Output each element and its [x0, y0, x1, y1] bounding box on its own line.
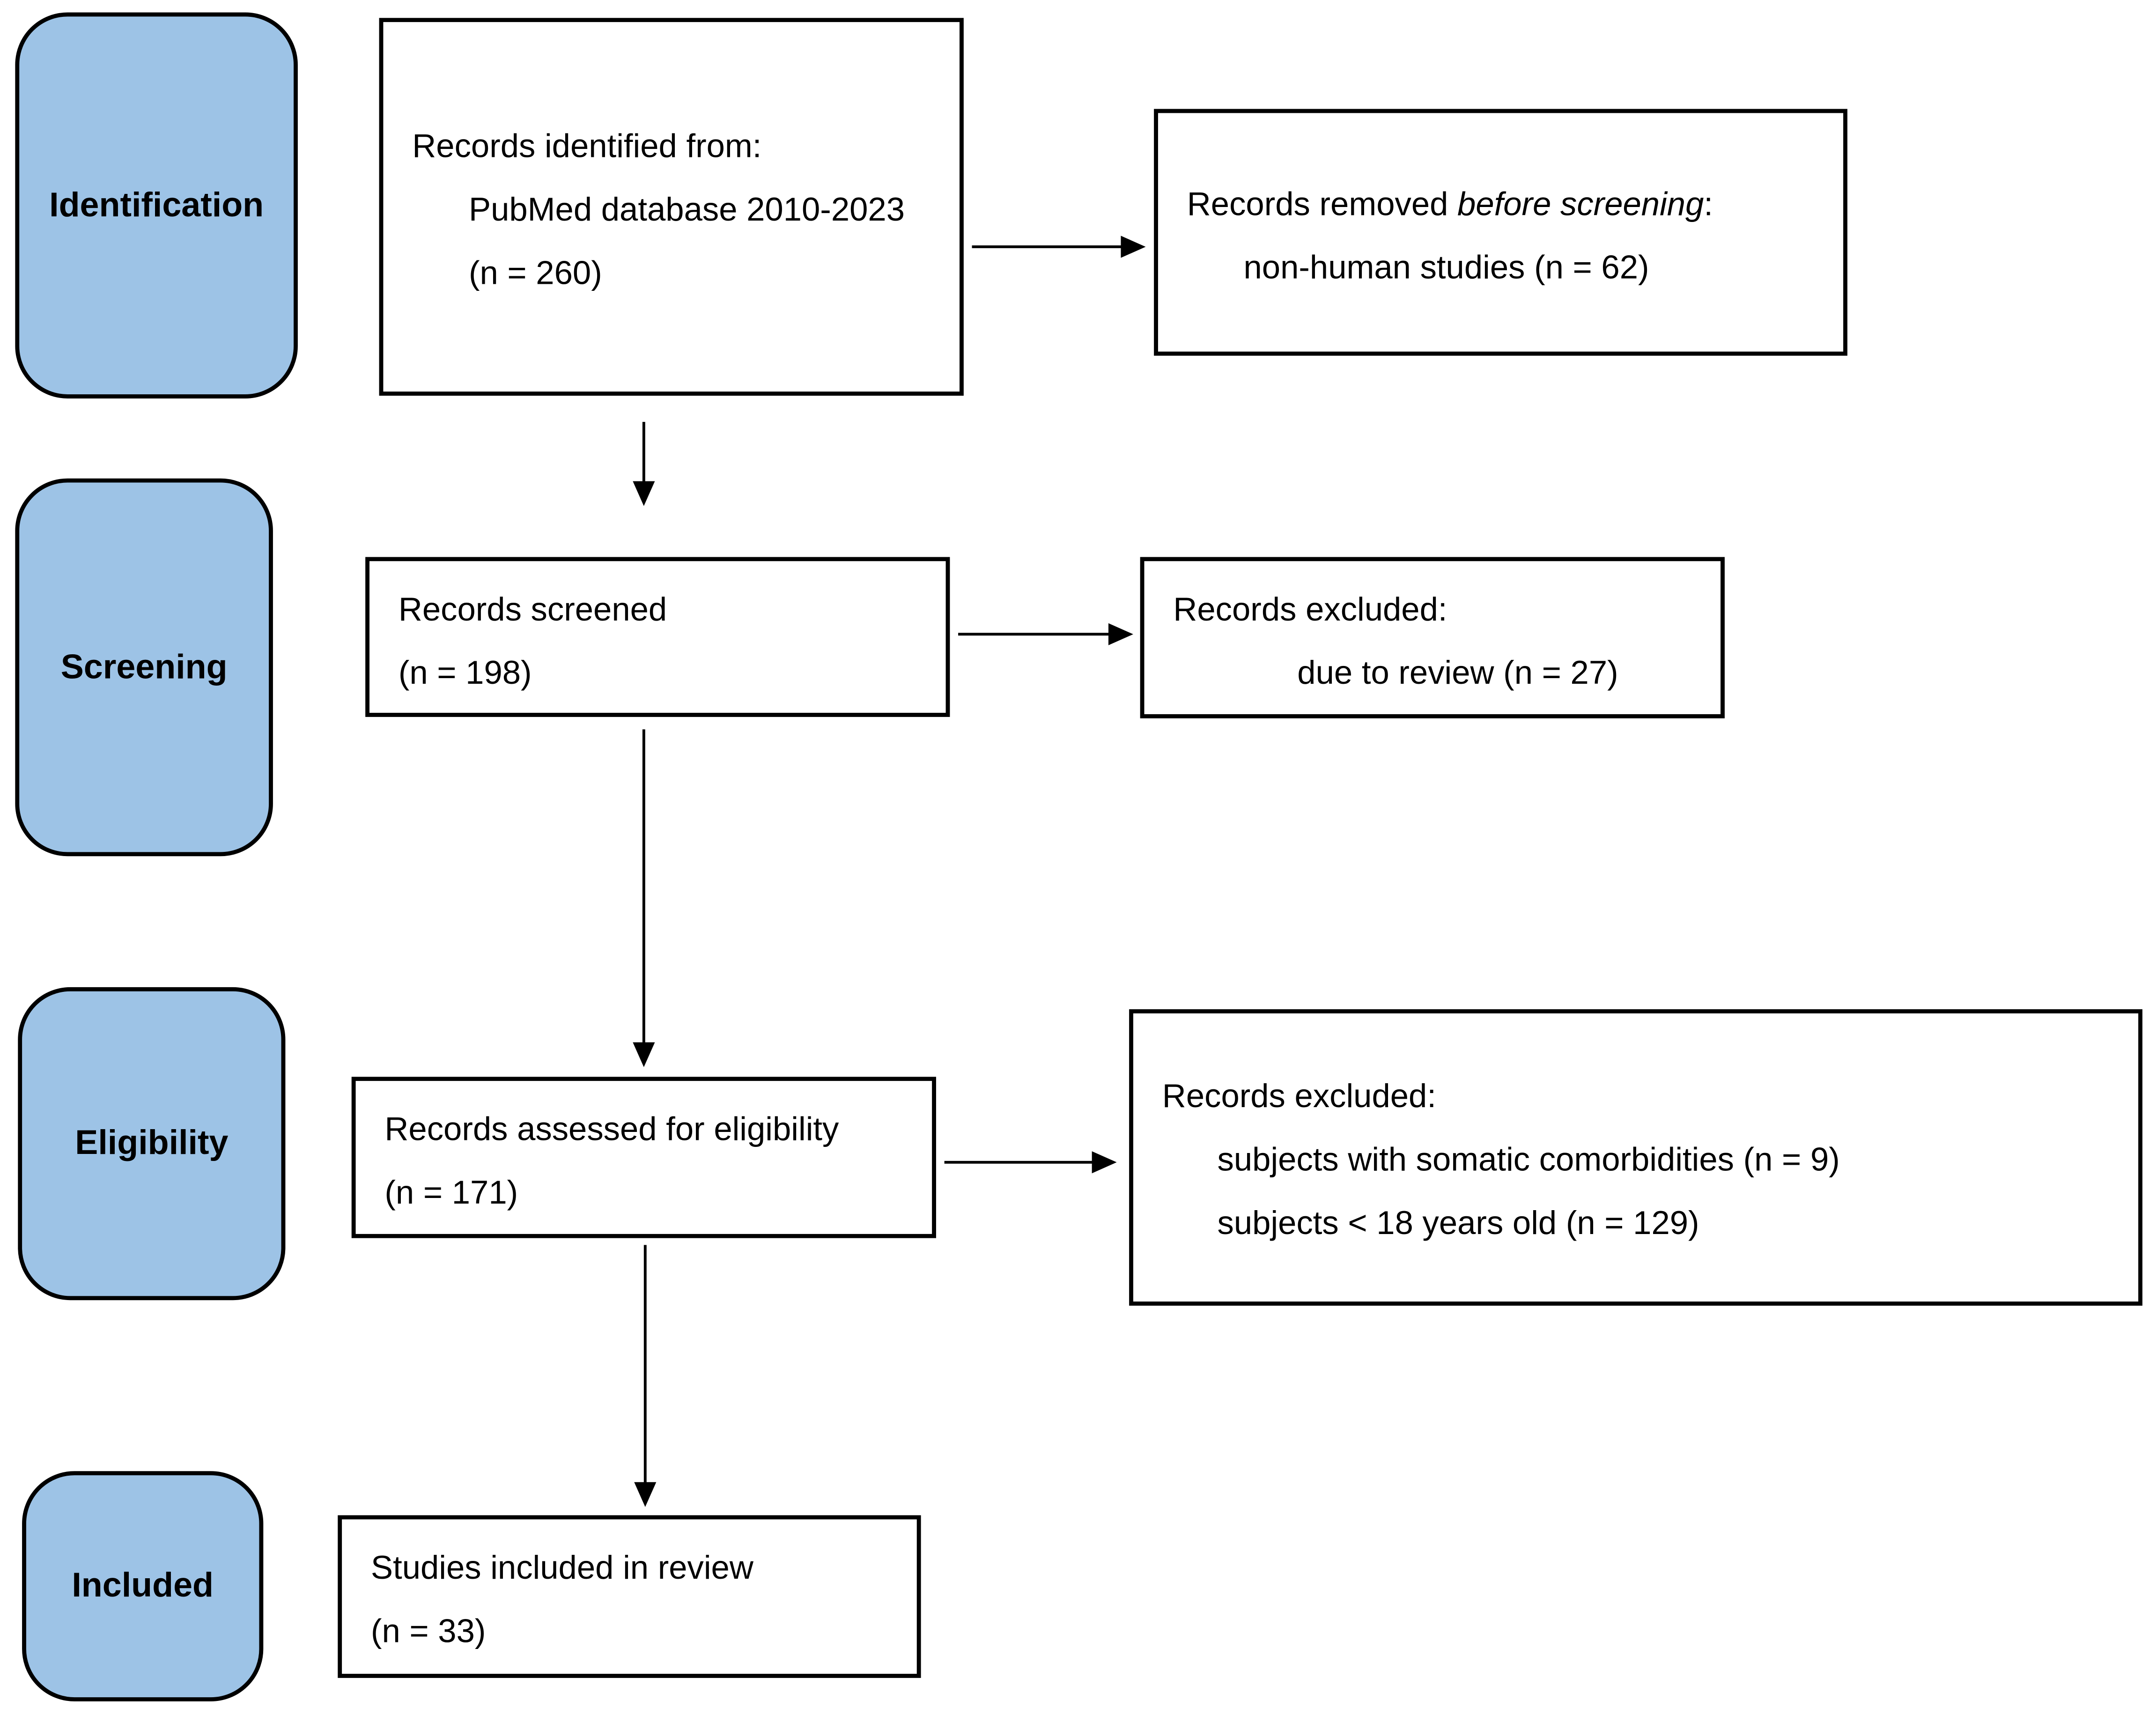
- records-removed-box: Records removed before screening: non-hu…: [1154, 109, 1847, 356]
- records-screened-heading: Records screened: [398, 591, 667, 629]
- records-excluded-screening-reason: due to review (n = 27): [1297, 655, 1618, 692]
- records-excluded-eligibility-box: Records excluded: subjects with somatic …: [1129, 1009, 2142, 1306]
- phase-screening-label: Screening: [60, 647, 228, 686]
- arrowhead-assessed-to-included: [634, 1482, 657, 1507]
- records-assessed-count: (n = 171): [384, 1175, 518, 1212]
- records-screened-box: Records screened (n = 198): [365, 557, 950, 717]
- studies-included-count: (n = 33): [370, 1613, 486, 1650]
- phase-screening: Screening: [15, 478, 273, 857]
- studies-included-box: Studies included in review (n = 33): [338, 1515, 921, 1678]
- records-identified-count: (n = 260): [468, 255, 602, 293]
- records-excluded-screening-box: Records excluded: due to review (n = 27): [1140, 557, 1725, 718]
- phase-included: Included: [22, 1471, 264, 1701]
- records-excluded-screening-heading: Records excluded:: [1173, 591, 1447, 629]
- phase-identification-label: Identification: [49, 185, 264, 224]
- arrowhead-identified-to-screened: [633, 481, 655, 506]
- records-screened-count: (n = 198): [398, 655, 532, 692]
- records-removed-suffix: :: [1704, 186, 1713, 223]
- arrowhead-screened-to-excluded: [1108, 623, 1133, 645]
- records-identified-heading: Records identified from:: [412, 128, 762, 166]
- phase-eligibility: Eligibility: [18, 987, 286, 1301]
- records-removed-emphasis: before screening: [1457, 186, 1704, 223]
- records-removed-reason: non-human studies (n = 62): [1243, 249, 1649, 287]
- records-removed-heading: Records removed before screening:: [1187, 174, 1713, 237]
- records-assessed-heading: Records assessed for eligibility: [384, 1111, 839, 1149]
- records-identified-source: PubMed database 2010-2023: [468, 192, 905, 229]
- studies-included-heading: Studies included in review: [370, 1550, 753, 1587]
- phase-identification: Identification: [15, 12, 298, 399]
- arrowhead-identified-to-removed: [1121, 236, 1146, 258]
- arrowhead-screened-to-assessed: [633, 1042, 655, 1067]
- records-excluded-age: subjects < 18 years old (n = 129): [1217, 1205, 1699, 1242]
- arrowhead-assessed-to-excluded: [1092, 1151, 1117, 1174]
- records-identified-box: Records identified from: PubMed database…: [379, 18, 964, 396]
- phase-included-label: Included: [72, 1566, 214, 1605]
- records-excluded-comorbidities: subjects with somatic comorbidities (n =…: [1217, 1141, 1840, 1179]
- phase-eligibility-label: Eligibility: [75, 1124, 229, 1162]
- records-removed-prefix: Records removed: [1187, 186, 1458, 223]
- records-excluded-eligibility-heading: Records excluded:: [1162, 1078, 1437, 1116]
- records-assessed-box: Records assessed for eligibility (n = 17…: [351, 1077, 936, 1238]
